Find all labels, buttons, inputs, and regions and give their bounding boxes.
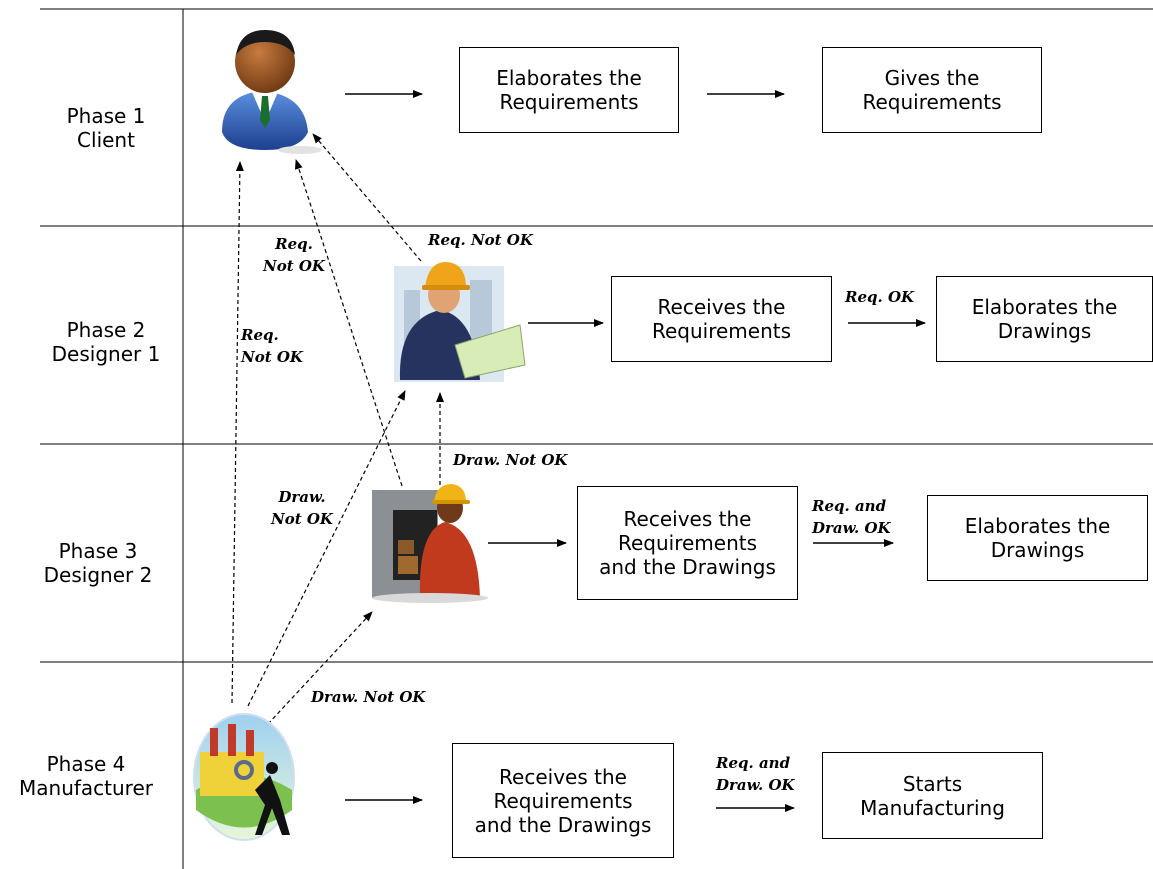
annotation-req-not-ok-designer1: Req. Not OK [428, 231, 533, 249]
box-manufacturer-receives-text: Receives the Requirements and the Drawin… [474, 764, 652, 837]
lane-grid [40, 8, 1153, 869]
box-client-elaborates-requirements: Elaborates the Requirements [459, 47, 679, 133]
phase-4-number: Phase 4 [46, 752, 126, 776]
box-manufacturer-starts-text: Starts Manufacturing [860, 771, 1005, 820]
phase-1-role: Client [77, 128, 135, 152]
annotation-req-draw-ok-phase3: Req. and Draw. OK [812, 497, 891, 537]
feedback-manufacturer-to-designer2 [267, 611, 373, 725]
phase-3-role: Designer 2 [43, 563, 153, 587]
box-manufacturer-receives-requirements-drawings: Receives the Requirements and the Drawin… [452, 743, 674, 858]
annotation-draw-not-ok-manufacturer: Draw. Not OK [311, 688, 426, 706]
phase-1-number: Phase 1 [66, 104, 146, 128]
feedback-manufacturer-to-client [231, 161, 244, 704]
feedback-arrows [231, 133, 444, 725]
phase-2-role: Designer 1 [51, 342, 161, 366]
designer2-icon [372, 484, 488, 603]
feedback-designer2-to-client [294, 159, 403, 487]
annotation-req-ok: Req. OK [845, 288, 915, 306]
annotation-draw-not-ok-left: Draw. Not OK [271, 488, 333, 528]
box-manufacturer-starts-manufacturing: Starts Manufacturing [822, 752, 1043, 839]
box-client-gives-text: Gives the Requirements [862, 66, 1002, 114]
phase-3-label: Phase 3 Designer 2 [18, 539, 178, 587]
box-designer1-receives-requirements: Receives the Requirements [611, 276, 832, 362]
box-designer2-receives-requirements-drawings: Receives the Requirements and the Drawin… [577, 486, 798, 600]
phase-4-label: Phase 4 Manufacturer [6, 752, 166, 800]
phase-4-role: Manufacturer [19, 776, 153, 800]
box-client-elaborates-text: Elaborates the Requirements [496, 66, 642, 114]
annotation-draw-not-ok-designer2: Draw. Not OK [453, 451, 568, 469]
phase-2-number: Phase 2 [66, 318, 146, 342]
box-designer1-elaborates-text: Elaborates the Drawings [971, 295, 1118, 343]
phase-1-label: Phase 1 Client [26, 104, 186, 152]
annotation-req-not-ok-lower: Req. Not OK [241, 326, 303, 366]
phase-2-label: Phase 2 Designer 1 [26, 318, 186, 366]
box-designer2-elaborates-drawings: Elaborates the Drawings [927, 495, 1148, 581]
annotation-req-draw-ok-phase4: Req. and Draw. OK [716, 754, 795, 794]
box-designer1-elaborates-drawings: Elaborates the Drawings [936, 276, 1153, 362]
box-designer1-receives-text: Receives the Requirements [651, 295, 792, 343]
manufacturer-icon [193, 713, 295, 841]
flow-arrows [345, 90, 926, 812]
phase-3-number: Phase 3 [58, 539, 138, 563]
feedback-manufacturer-to-designer1 [247, 390, 406, 707]
client-icon [222, 30, 322, 154]
annotation-req-not-ok-upper: Req. Not OK [263, 235, 325, 275]
box-designer2-elaborates-text: Elaborates the Drawings [964, 514, 1111, 562]
designer1-icon [394, 262, 526, 382]
box-designer2-receives-text: Receives the Requirements and the Drawin… [599, 507, 776, 579]
feedback-designer1-to-client [312, 133, 422, 262]
box-client-gives-requirements: Gives the Requirements [822, 47, 1042, 133]
